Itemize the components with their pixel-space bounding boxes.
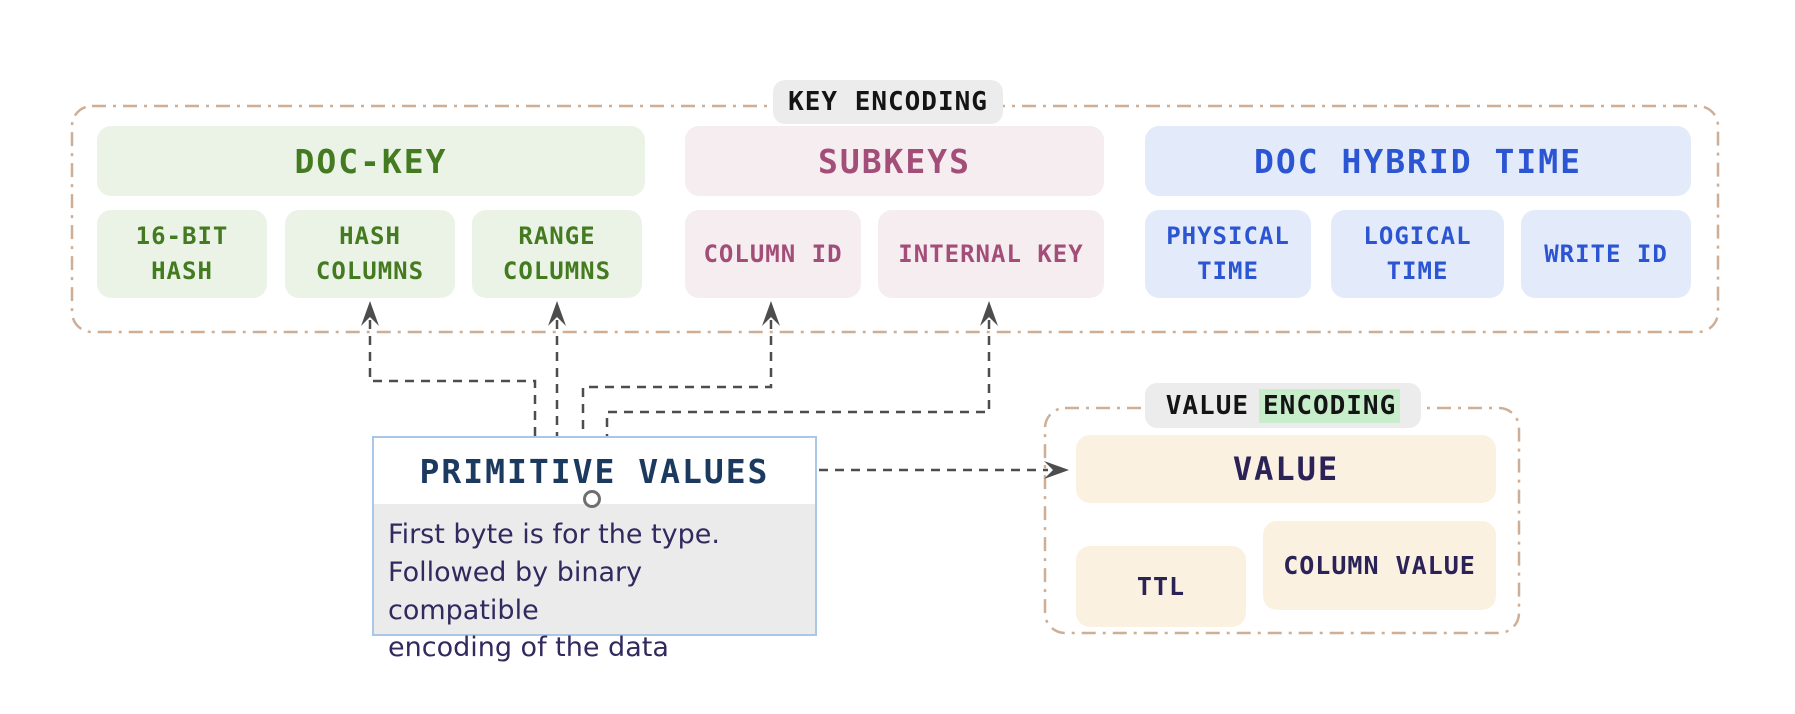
arrowhead-value-icon	[1044, 461, 1069, 479]
box-ttl-label: TTL	[1136, 572, 1186, 601]
subkeys-title: SUBKEYS	[817, 141, 972, 181]
box-column-id-label: COLUMN ID	[703, 239, 843, 268]
primitive-values-node[interactable]: PRIMITIVE VALUES First byte is for the t…	[372, 436, 817, 663]
box-column-value-label: COLUMN VALUE	[1283, 551, 1476, 580]
arrowhead-range-columns-icon	[548, 301, 566, 326]
doc-key-title: DOC-KEY	[294, 141, 448, 181]
box-value-label: VALUE	[1232, 450, 1340, 488]
primitive-values-title-text: PRIMITIVE VALUES	[419, 451, 770, 491]
arrowhead-hash-columns-icon	[361, 301, 379, 326]
box-range-columns-label: RANGE COLUMNS	[502, 222, 612, 285]
box-hash-columns-label: HASH COLUMNS	[315, 222, 425, 285]
primitive-values-description: First byte is for the type. Followed by …	[374, 504, 815, 663]
box-ttl: TTL	[1076, 546, 1246, 627]
arrow-hash-columns-line	[368, 320, 537, 436]
box-write-id: WRITE ID	[1521, 210, 1691, 298]
box-range-columns: RANGE COLUMNS	[472, 210, 642, 298]
arrow-internal-key-line	[605, 320, 991, 436]
group-subkeys: SUBKEYS	[685, 126, 1104, 196]
group-doc-key: DOC-KEY	[97, 126, 645, 196]
box-logical-time: LOGICAL TIME	[1331, 210, 1504, 298]
box-16bit-hash: 16-BIT HASH	[97, 210, 267, 298]
value-encoding-label: VALUE ENCODING	[1145, 383, 1421, 428]
box-logical-time-label: LOGICAL TIME	[1363, 222, 1472, 285]
box-hash-columns: HASH COLUMNS	[285, 210, 455, 298]
box-internal-key-label: INTERNAL KEY	[898, 239, 1084, 268]
box-physical-time-label: PHYSICAL TIME	[1166, 222, 1290, 285]
doc-hybrid-time-title: DOC HYBRID TIME	[1253, 141, 1582, 181]
box-16bit-hash-label: 16-BIT HASH	[135, 222, 229, 285]
box-physical-time: PHYSICAL TIME	[1145, 210, 1311, 298]
connection-handle-icon[interactable]	[583, 490, 601, 508]
box-internal-key: INTERNAL KEY	[878, 210, 1104, 298]
primitive-values-title: PRIMITIVE VALUES	[374, 438, 815, 504]
value-encoding-label-highlight: ENCODING	[1259, 388, 1401, 423]
arrowhead-column-id-icon	[762, 301, 780, 326]
value-encoding-label-plain: VALUE	[1165, 390, 1250, 421]
key-encoding-container	[70, 104, 1720, 334]
box-column-value: COLUMN VALUE	[1263, 521, 1496, 610]
group-doc-hybrid-time: DOC HYBRID TIME	[1145, 126, 1691, 196]
arrow-column-id-line	[581, 320, 773, 436]
box-column-id: COLUMN ID	[685, 210, 861, 298]
key-encoding-label: KEY ENCODING	[773, 80, 1003, 124]
key-encoding-label-text: KEY ENCODING	[788, 87, 988, 117]
box-value: VALUE	[1076, 435, 1496, 503]
arrowhead-internal-key-icon	[980, 301, 998, 326]
box-write-id-label: WRITE ID	[1544, 239, 1668, 268]
